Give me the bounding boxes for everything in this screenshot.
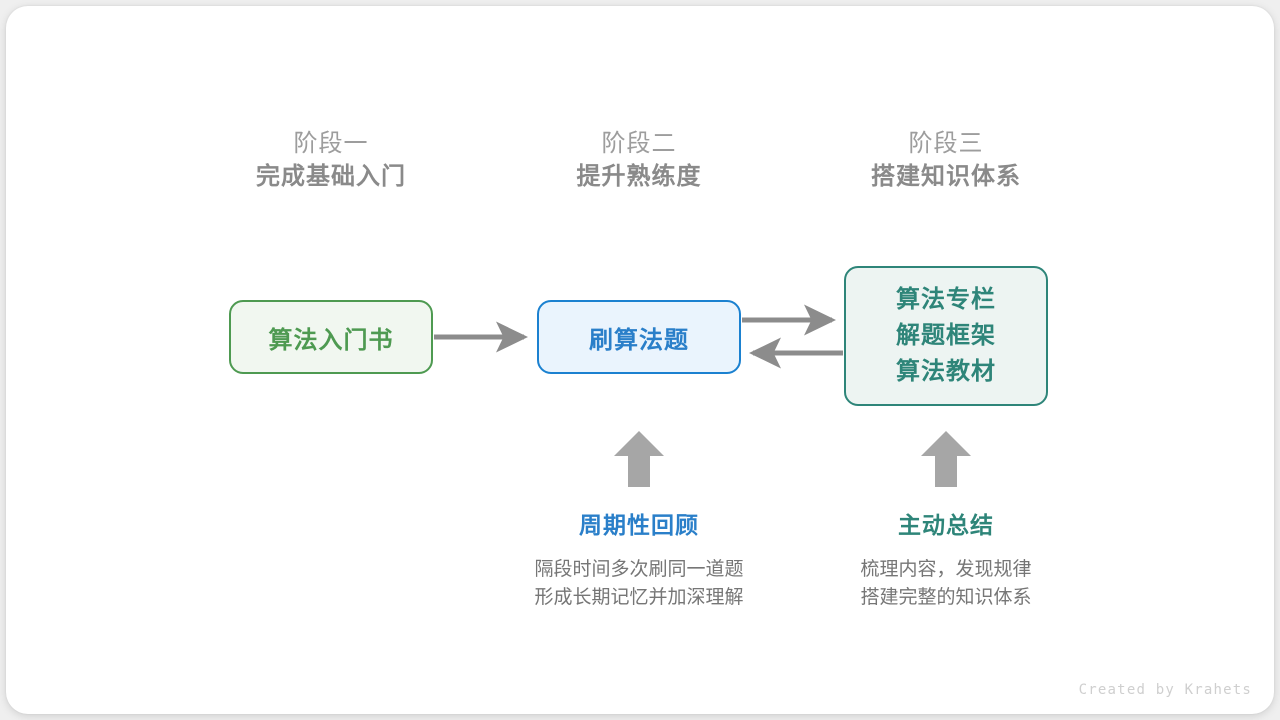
stage-2-title: 提升熟练度 xyxy=(576,163,702,190)
credit-text: Created by Krahets xyxy=(1078,682,1252,698)
stage-1-title: 完成基础入门 xyxy=(256,163,406,190)
node-practice-problems-label: 刷算法题 xyxy=(589,326,689,354)
node-resource-line-1: 算法专栏 xyxy=(896,286,996,313)
annotation-review-desc-line-2: 形成长期记忆并加深理解 xyxy=(534,587,744,608)
stage-header-1: 阶段一 完成基础入门 xyxy=(201,128,461,194)
node-resource-line-3: 算法教材 xyxy=(896,358,996,385)
annotation-summary: 主动总结 梳理内容，发现规律 搭建完整的知识体系 xyxy=(796,508,1096,612)
annotation-review-title: 周期性回顾 xyxy=(579,512,699,538)
annotation-review-desc-line-1: 隔段时间多次刷同一道题 xyxy=(534,559,744,580)
annotation-review: 周期性回顾 隔段时间多次刷同一道题 形成长期记忆并加深理解 xyxy=(489,508,789,612)
annotation-summary-desc-line-1: 梳理内容，发现规律 xyxy=(860,559,1032,580)
node-practice-problems[interactable]: 刷算法题 xyxy=(537,300,741,374)
annotation-summary-desc-line-2: 搭建完整的知识体系 xyxy=(860,587,1032,608)
stage-3-supertitle: 阶段三 xyxy=(908,130,984,157)
node-resource-line-2: 解题框架 xyxy=(896,322,996,349)
stage-header-3: 阶段三 搭建知识体系 xyxy=(816,128,1076,194)
stage-1-supertitle: 阶段一 xyxy=(293,130,369,157)
stage-3-title: 搭建知识体系 xyxy=(871,163,1021,190)
stage-2-supertitle: 阶段二 xyxy=(601,130,677,157)
node-intro-book-label: 算法入门书 xyxy=(268,326,394,354)
annotation-summary-title: 主动总结 xyxy=(898,512,994,538)
stage-header-2: 阶段二 提升熟练度 xyxy=(509,128,769,194)
node-intro-book[interactable]: 算法入门书 xyxy=(229,300,433,374)
node-knowledge-resources[interactable]: 算法专栏 解题框架 算法教材 xyxy=(844,266,1048,406)
